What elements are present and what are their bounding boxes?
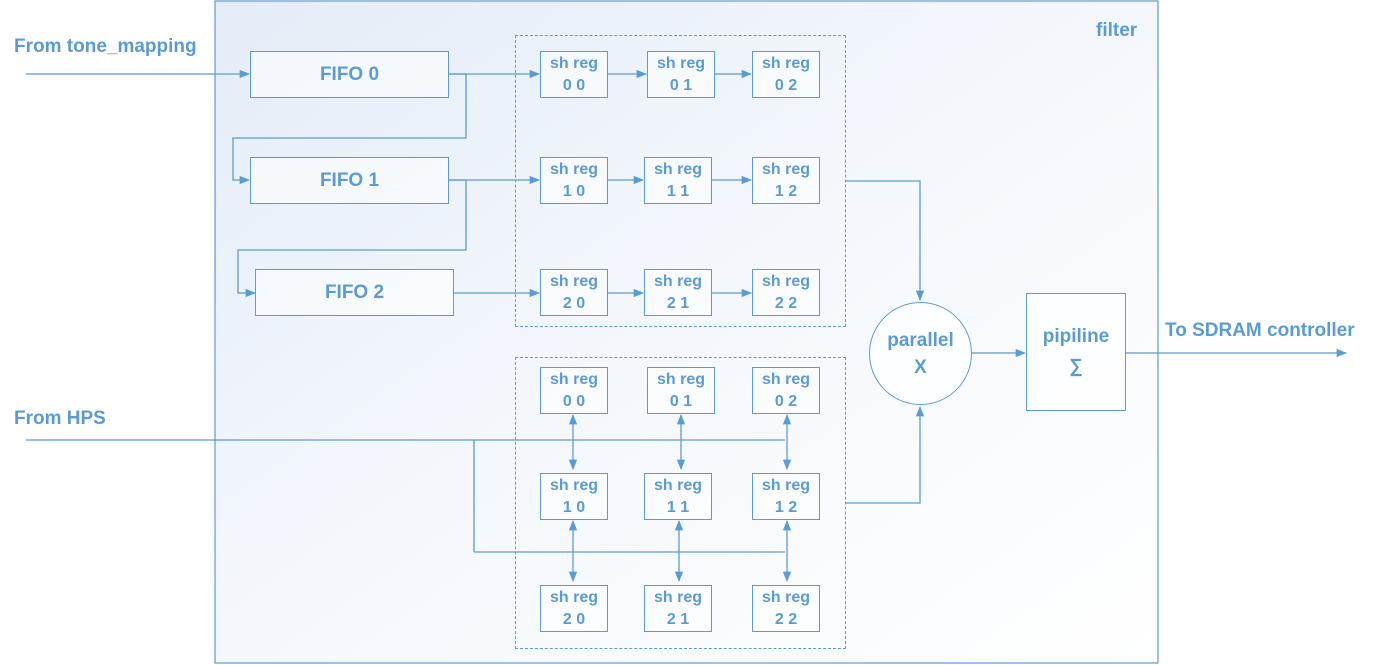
- shift-register-group-bottom: [515, 357, 846, 649]
- shreg-title: sh reg: [653, 160, 702, 178]
- shreg-title: sh reg: [761, 588, 810, 606]
- shreg-title: sh reg: [761, 160, 810, 178]
- shreg-title: sh reg: [549, 370, 598, 388]
- multiplier-label: parallel: [887, 329, 954, 351]
- shreg-title: sh reg: [549, 54, 598, 72]
- shreg-index: 1 2: [774, 498, 798, 516]
- shreg-title: sh reg: [549, 272, 598, 290]
- shreg-title: sh reg: [656, 370, 705, 388]
- shreg-title: sh reg: [761, 476, 810, 494]
- shreg-index: 1 1: [666, 182, 690, 200]
- filter-title: filter: [1096, 20, 1138, 41]
- shreg-bottom-2-1: sh reg 2 1: [644, 585, 712, 632]
- pipeline-accumulator: pipiline ∑: [1026, 293, 1126, 411]
- shreg-bottom-1-0: sh reg 1 0: [540, 473, 608, 520]
- shreg-index: 0 1: [669, 76, 693, 94]
- shreg-title: sh reg: [656, 54, 705, 72]
- shreg-title: sh reg: [653, 272, 702, 290]
- shreg-index: 0 2: [774, 392, 798, 410]
- shreg-bottom-1-1: sh reg 1 1: [644, 473, 712, 520]
- to-sdram-label: To SDRAM controller: [1165, 320, 1355, 341]
- shreg-index: 1 1: [666, 498, 690, 516]
- shreg-top-0-1: sh reg 0 1: [647, 51, 715, 98]
- shreg-index: 2 2: [774, 610, 798, 628]
- shreg-top-2-2: sh reg 2 2: [752, 269, 820, 316]
- shreg-index: 1 2: [774, 182, 798, 200]
- from-tone-mapping-label: From tone_mapping: [14, 36, 197, 57]
- pipeline-label: pipiline: [1042, 326, 1110, 347]
- multiply-symbol: X: [914, 356, 927, 378]
- shreg-index: 2 0: [562, 294, 586, 312]
- shreg-title: sh reg: [549, 588, 598, 606]
- shreg-index: 1 0: [562, 498, 586, 516]
- shreg-top-1-0: sh reg 1 0: [540, 157, 608, 204]
- shreg-top-2-1: sh reg 2 1: [644, 269, 712, 316]
- filter-panel: [214, 0, 1159, 664]
- shreg-index: 0 2: [774, 76, 798, 94]
- shreg-top-2-0: sh reg 2 0: [540, 269, 608, 316]
- fifo-1: FIFO 1: [250, 157, 449, 204]
- shreg-index: 1 0: [562, 182, 586, 200]
- shreg-bottom-0-0: sh reg 0 0: [540, 367, 608, 414]
- shreg-bottom-0-2: sh reg 0 2: [752, 367, 820, 414]
- shreg-title: sh reg: [761, 370, 810, 388]
- shreg-title: sh reg: [549, 160, 598, 178]
- fifo-0: FIFO 0: [250, 51, 449, 98]
- shreg-bottom-0-1: sh reg 0 1: [647, 367, 715, 414]
- wire-top-group-to-multiplier: [846, 180, 925, 302]
- shreg-index: 2 1: [666, 294, 690, 312]
- shreg-title: sh reg: [549, 476, 598, 494]
- parallel-multiplier: parallel X: [869, 302, 972, 405]
- shreg-bottom-1-2: sh reg 1 2: [752, 473, 820, 520]
- shreg-title: sh reg: [761, 272, 810, 290]
- shreg-index: 2 0: [562, 610, 586, 628]
- shreg-index: 0 1: [669, 392, 693, 410]
- sum-symbol: ∑: [1069, 356, 1083, 377]
- wire-bottom-group-to-multiplier: [846, 405, 925, 504]
- shreg-top-0-2: sh reg 0 2: [752, 51, 820, 98]
- shreg-top-1-1: sh reg 1 1: [644, 157, 712, 204]
- shreg-index: 2 2: [774, 294, 798, 312]
- shift-register-group-top: [515, 35, 846, 327]
- from-hps-label: From HPS: [14, 408, 106, 429]
- shreg-title: sh reg: [761, 54, 810, 72]
- shreg-bottom-2-2: sh reg 2 2: [752, 585, 820, 632]
- shreg-index: 0 0: [562, 392, 586, 410]
- shreg-title: sh reg: [653, 588, 702, 606]
- shreg-bottom-2-0: sh reg 2 0: [540, 585, 608, 632]
- shreg-top-0-0: sh reg 0 0: [540, 51, 608, 98]
- shreg-top-1-2: sh reg 1 2: [752, 157, 820, 204]
- shreg-title: sh reg: [653, 476, 702, 494]
- shreg-index: 0 0: [562, 76, 586, 94]
- shreg-index: 2 1: [666, 610, 690, 628]
- fifo-2: FIFO 2: [255, 269, 454, 316]
